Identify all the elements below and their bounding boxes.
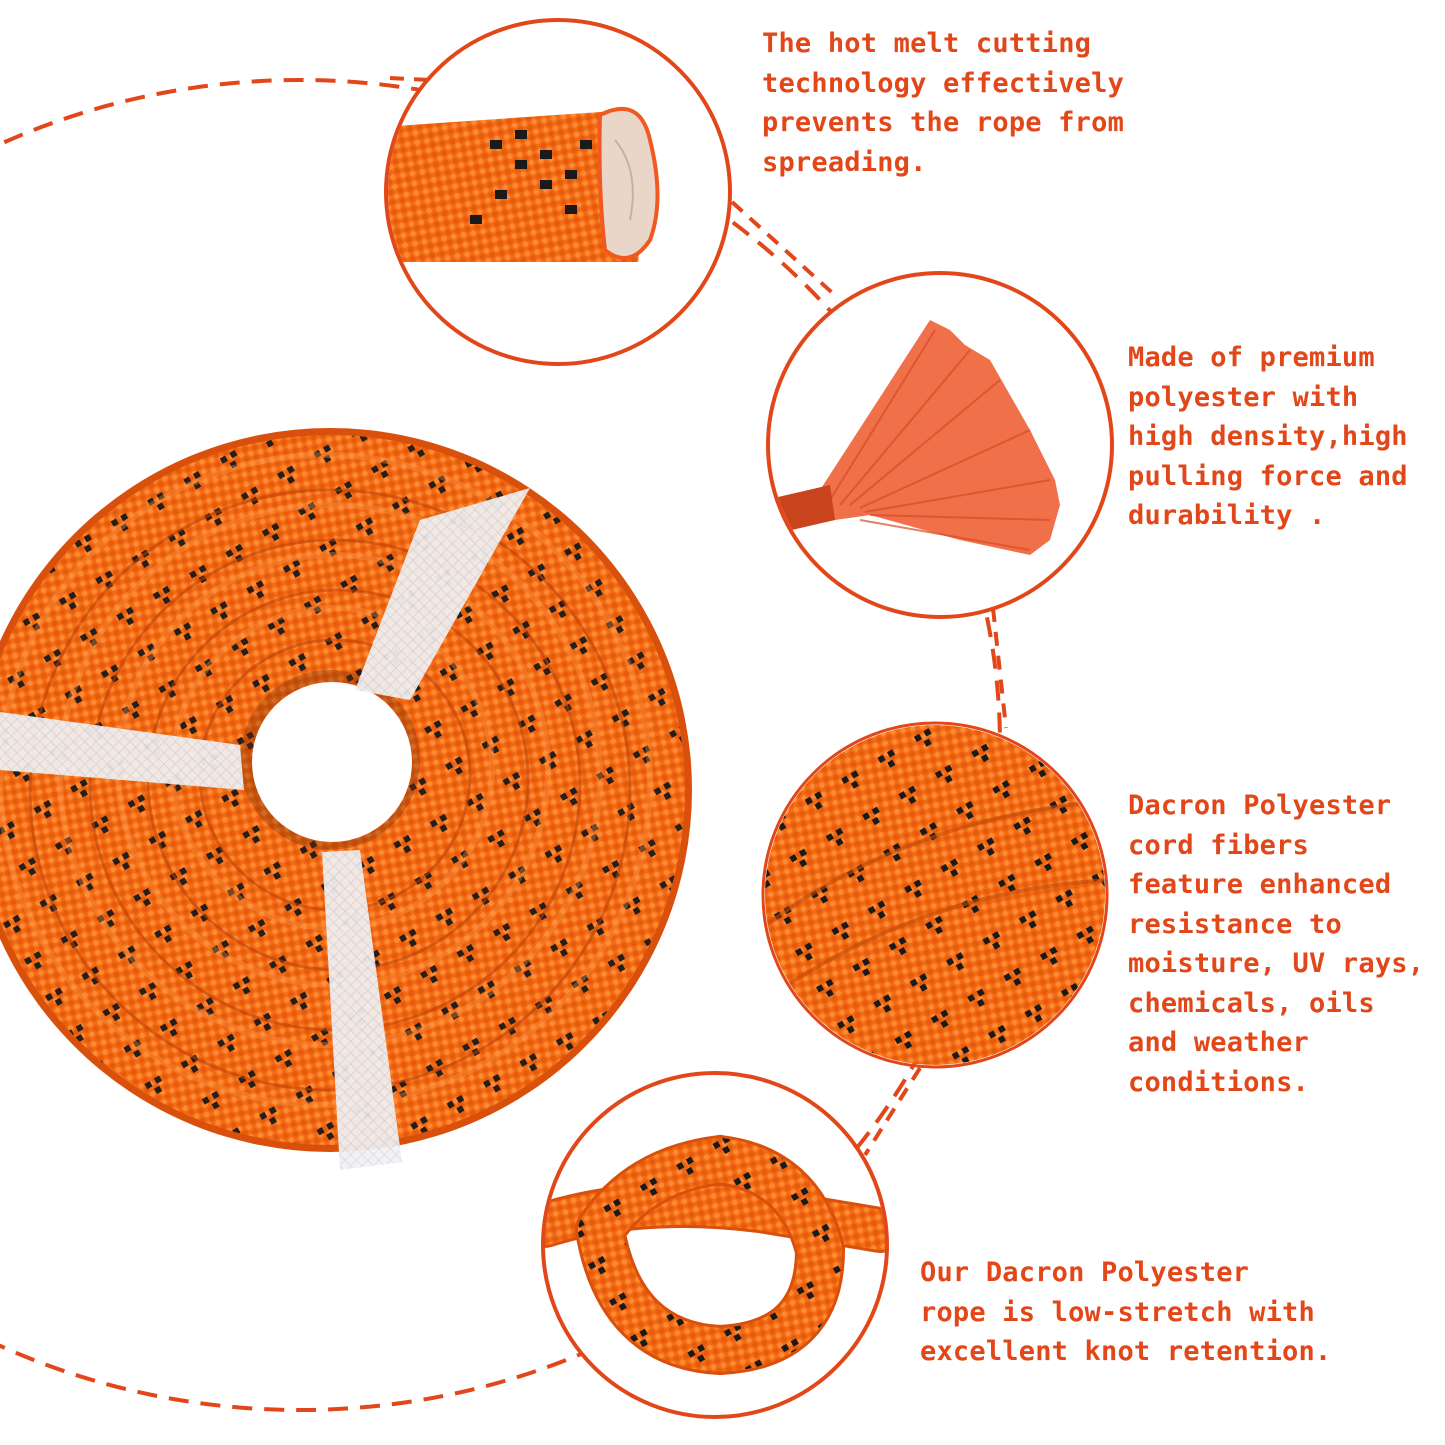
feature-caption-hot-melt: The hot melt cutting technology effectiv… [762, 24, 1124, 182]
feature-circle-polyester [766, 271, 1114, 619]
feature-caption-polyester: Made of premium polyester with high dens… [1128, 338, 1408, 536]
connector-lines [389, 76, 1008, 1157]
feature-circle-knot [541, 1071, 889, 1419]
caption-line: and weather [1128, 1027, 1310, 1058]
caption-line: cord fibers [1128, 829, 1310, 861]
rope-coil-image [0, 428, 692, 1170]
caption-line: Dacron Polyester [1128, 790, 1392, 821]
caption-line: feature enhanced [1128, 869, 1392, 900]
caption-line: resistance to [1128, 908, 1342, 940]
caption-line: conditions. [1128, 1066, 1310, 1098]
caption-line: spreading. [762, 146, 927, 178]
feature-caption-resistance: Dacron Polyester cord fibers feature enh… [1128, 786, 1424, 1102]
caption-line: polyester with [1128, 381, 1359, 413]
caption-line: technology effectively [762, 67, 1125, 99]
caption-line: Made of premium [1128, 342, 1375, 373]
feature-caption-knot: Our Dacron Polyester rope is low-stretch… [920, 1253, 1331, 1372]
feature-circle-hot-melt [384, 18, 732, 366]
caption-line: Our Dacron Polyester [920, 1257, 1250, 1288]
caption-line: excellent knot retention. [920, 1336, 1332, 1367]
feature-circle-resistance [761, 721, 1109, 1069]
caption-line: moisture, UV rays, [1128, 948, 1425, 979]
caption-line: high density,high [1128, 421, 1408, 452]
caption-line: pulling force and [1128, 460, 1408, 492]
caption-line: prevents the rope from [762, 107, 1125, 138]
caption-line: rope is low-stretch with [920, 1296, 1315, 1328]
caption-line: chemicals, oils [1128, 987, 1375, 1019]
caption-line: durability . [1128, 500, 1326, 531]
caption-line: The hot melt cutting [762, 28, 1092, 59]
